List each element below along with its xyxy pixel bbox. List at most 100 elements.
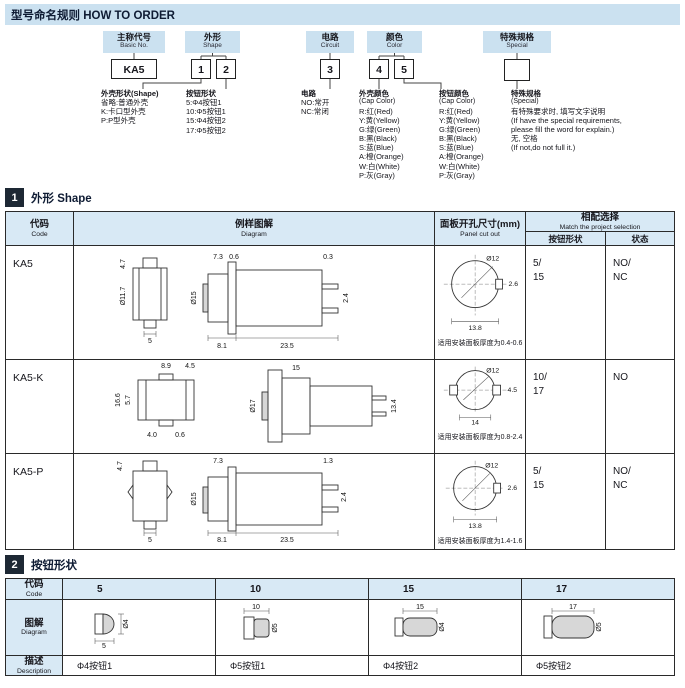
dim-label: 5: [148, 537, 152, 542]
dim-label: 8.1: [217, 343, 227, 350]
group-label-special-cn: 特殊规格: [499, 32, 534, 42]
special-code-box: [504, 59, 530, 81]
match-value: NO/: [613, 258, 631, 270]
group-label-shape-cn: 外形: [203, 32, 221, 42]
panel-thickness-note: 适用安装面板厚度为0.4-0.6: [437, 340, 523, 348]
match-value: NO: [613, 372, 628, 384]
dim-label: 5.7: [125, 395, 132, 405]
group-label-circuit-en: Circuit: [320, 41, 340, 49]
note-shape-title: 外壳形状(Shape): [101, 89, 159, 98]
match-value: NC: [613, 271, 628, 283]
col-header-code-en: Code: [31, 230, 48, 238]
note-btn-color: 按钮颜色 (Cap Color) R:红(Red) Y:黄(Yellow) G:…: [439, 89, 517, 180]
dim-label: 5: [148, 338, 152, 345]
row-panel-cell-ka5k: Ø12 4.5 14 适用安装面板厚度为0.8-2.4: [434, 359, 526, 455]
col-header-panel: 面板开孔尺寸(mm) Panel cut out: [434, 210, 526, 247]
match-state-ka5: NO/ NC: [604, 245, 676, 361]
match-state-ka5p: NO/ NC: [604, 453, 676, 551]
dim-label: Ø4: [439, 622, 446, 631]
digit-box-4: 4: [369, 59, 389, 79]
table-row-ka5k: KA5-K 8.9 4.5 5.7 16.6: [5, 359, 676, 455]
digit-box-1: 1: [191, 59, 211, 79]
col-header-diagram-en: Diagram: [241, 230, 267, 238]
button-row-label-code-cn: 代码: [24, 579, 44, 591]
digit-box-2: 2: [216, 59, 236, 79]
note-circuit: 电路 NO:常开 NC:常闭: [301, 89, 361, 116]
dim-label: 2.4: [343, 293, 350, 303]
col-header-match: 相配选择 Match the project selection: [524, 210, 676, 233]
dim-label: 13.8: [468, 325, 481, 332]
dim-label: 2.6: [508, 485, 518, 492]
dim-label: 23.5: [280, 343, 294, 350]
shape-table: 代码 Code 例样图解 Diagram 面板开孔尺寸(mm) Panel cu…: [5, 210, 676, 551]
dim-label: Ø5: [596, 622, 603, 631]
match-value: NC: [613, 479, 628, 491]
ka5-front-view: 4.7 Ø11.7 5: [120, 257, 167, 345]
button-desc-10: Φ5按钮1: [215, 654, 369, 677]
button-desc-5: Φ4按钮1: [62, 654, 216, 677]
note-special: 特殊规格 (Special) 有特殊要求时, 填写文字说明 (If have t…: [511, 89, 681, 152]
button-desc-15: Φ4按钮2: [368, 654, 522, 677]
ka5k-panel-cutout-drawing: Ø12 4.5 14: [443, 366, 517, 427]
page-title: 型号命名规则 HOW TO ORDER: [11, 9, 175, 22]
button-code-15: 15: [368, 578, 522, 600]
dim-label: 16.6: [115, 393, 122, 407]
col-header-code: 代码 Code: [5, 210, 74, 247]
match-button-shape-ka5k: 10/ 17: [525, 359, 606, 455]
group-label-special: 特殊规格 Special: [483, 31, 551, 53]
note-btn-color-lines: R:红(Red) Y:黄(Yellow) G:绿(Green) B:黑(Blac…: [439, 106, 484, 180]
section1-title: 外形 Shape: [31, 192, 92, 205]
button-diagram-5: 5 Ø4: [62, 598, 216, 656]
note-shape: 外壳形状(Shape) 省略:普通外壳 K:卡口型外壳 P:P型外壳: [101, 89, 185, 126]
row-diagram-cell-ka5: 4.7 Ø11.7 5 Ø15 7.3: [73, 245, 435, 361]
col-header-diagram-cn: 例样图解: [234, 219, 273, 230]
dim-label: 7.3: [213, 458, 223, 465]
match-value: 5/: [533, 258, 542, 270]
button-5-drawing: 5 Ø4: [94, 613, 130, 650]
match-state-ka5k: NO: [604, 359, 676, 455]
match-value: 15: [533, 271, 545, 283]
button-table-desc-row: 描述 Description Φ4按钮1 Φ5按钮1 Φ4按钮2 Φ5按钮2: [5, 654, 675, 677]
section2-header: 2 按钮形状: [5, 555, 680, 575]
col-header-panel-cn: 面板开孔尺寸(mm): [439, 219, 521, 230]
note-btn-color-sub: (Cap Color): [439, 98, 476, 106]
row-diagram-cell-ka5k: 8.9 4.5 5.7 16.6 4.0 0.6: [73, 359, 435, 455]
row-diagram-cell-ka5p: 4.7 5 Ø15 7.3 1.3: [73, 453, 435, 551]
col-header-panel-en: Panel cut out: [460, 230, 500, 238]
button-row-label-code: 代码 Code: [5, 578, 63, 600]
note-shape-lines: 省略:普通外壳 K:卡口型外壳 P:P型外壳: [101, 98, 149, 126]
model-code-box: KA5: [111, 59, 157, 79]
dim-label: 15: [416, 604, 424, 611]
dim-label: 0.6: [175, 432, 185, 439]
note-special-title: 特殊规格: [511, 89, 541, 98]
match-value: 10/: [533, 372, 547, 384]
note-cap-color: 外壳颜色 (Cap Color) R:红(Red) Y:黄(Yellow) G:…: [359, 89, 437, 180]
group-label-circuit: 电路 Circuit: [306, 31, 354, 53]
ka5p-side-view: Ø15 7.3 1.3 2.4 8.1 23.5: [191, 458, 348, 544]
group-label-shape: 外形 Shape: [185, 31, 240, 53]
panel-thickness-note: 适用安装面板厚度为1.4-1.6: [437, 538, 523, 546]
dim-label: 4.7: [117, 461, 124, 471]
group-label-color-cn: 颜色: [385, 32, 403, 42]
order-diagram: 主称代号 Basic No. 外形 Shape 电路 Circuit 颜色 Co…: [5, 25, 680, 183]
digit-box-5: 5: [394, 59, 414, 79]
dim-label: Ø15: [191, 493, 198, 506]
button-row-label-desc: 描述 Description: [5, 654, 63, 677]
section2-number: 2: [5, 555, 24, 575]
match-value: 5/: [533, 466, 542, 478]
button-diagram-17: 17 Ø5: [521, 598, 675, 656]
note-button: 按钮形状 5:Φ4按钮1 10:Φ5按钮1 15:Φ4按钮2 17:Φ5按钮2: [186, 89, 266, 135]
dim-label: 10: [252, 604, 260, 611]
dim-label: 23.5: [280, 537, 294, 542]
button-diagram-10: 10 Ø5: [215, 598, 369, 656]
match-button-shape-ka5p: 5/ 15: [525, 453, 606, 551]
button-table-code-row: 代码 Code 5 10 15 17: [5, 578, 675, 600]
group-label-basic-cn: 主称代号: [116, 32, 151, 42]
col-header-match-en: Match the project selection: [559, 223, 641, 231]
table-row-ka5: KA5 4.7 Ø11.7: [5, 245, 676, 361]
note-button-title: 按钮形状: [186, 89, 216, 98]
note-special-lines: 有特殊要求时, 填写文字说明 (If have the special requ…: [511, 106, 622, 153]
match-button-shape-ka5: 5/ 15: [525, 245, 606, 361]
page-header: 型号命名规则 HOW TO ORDER: [5, 4, 680, 25]
dim-label: 2.4: [341, 492, 348, 502]
